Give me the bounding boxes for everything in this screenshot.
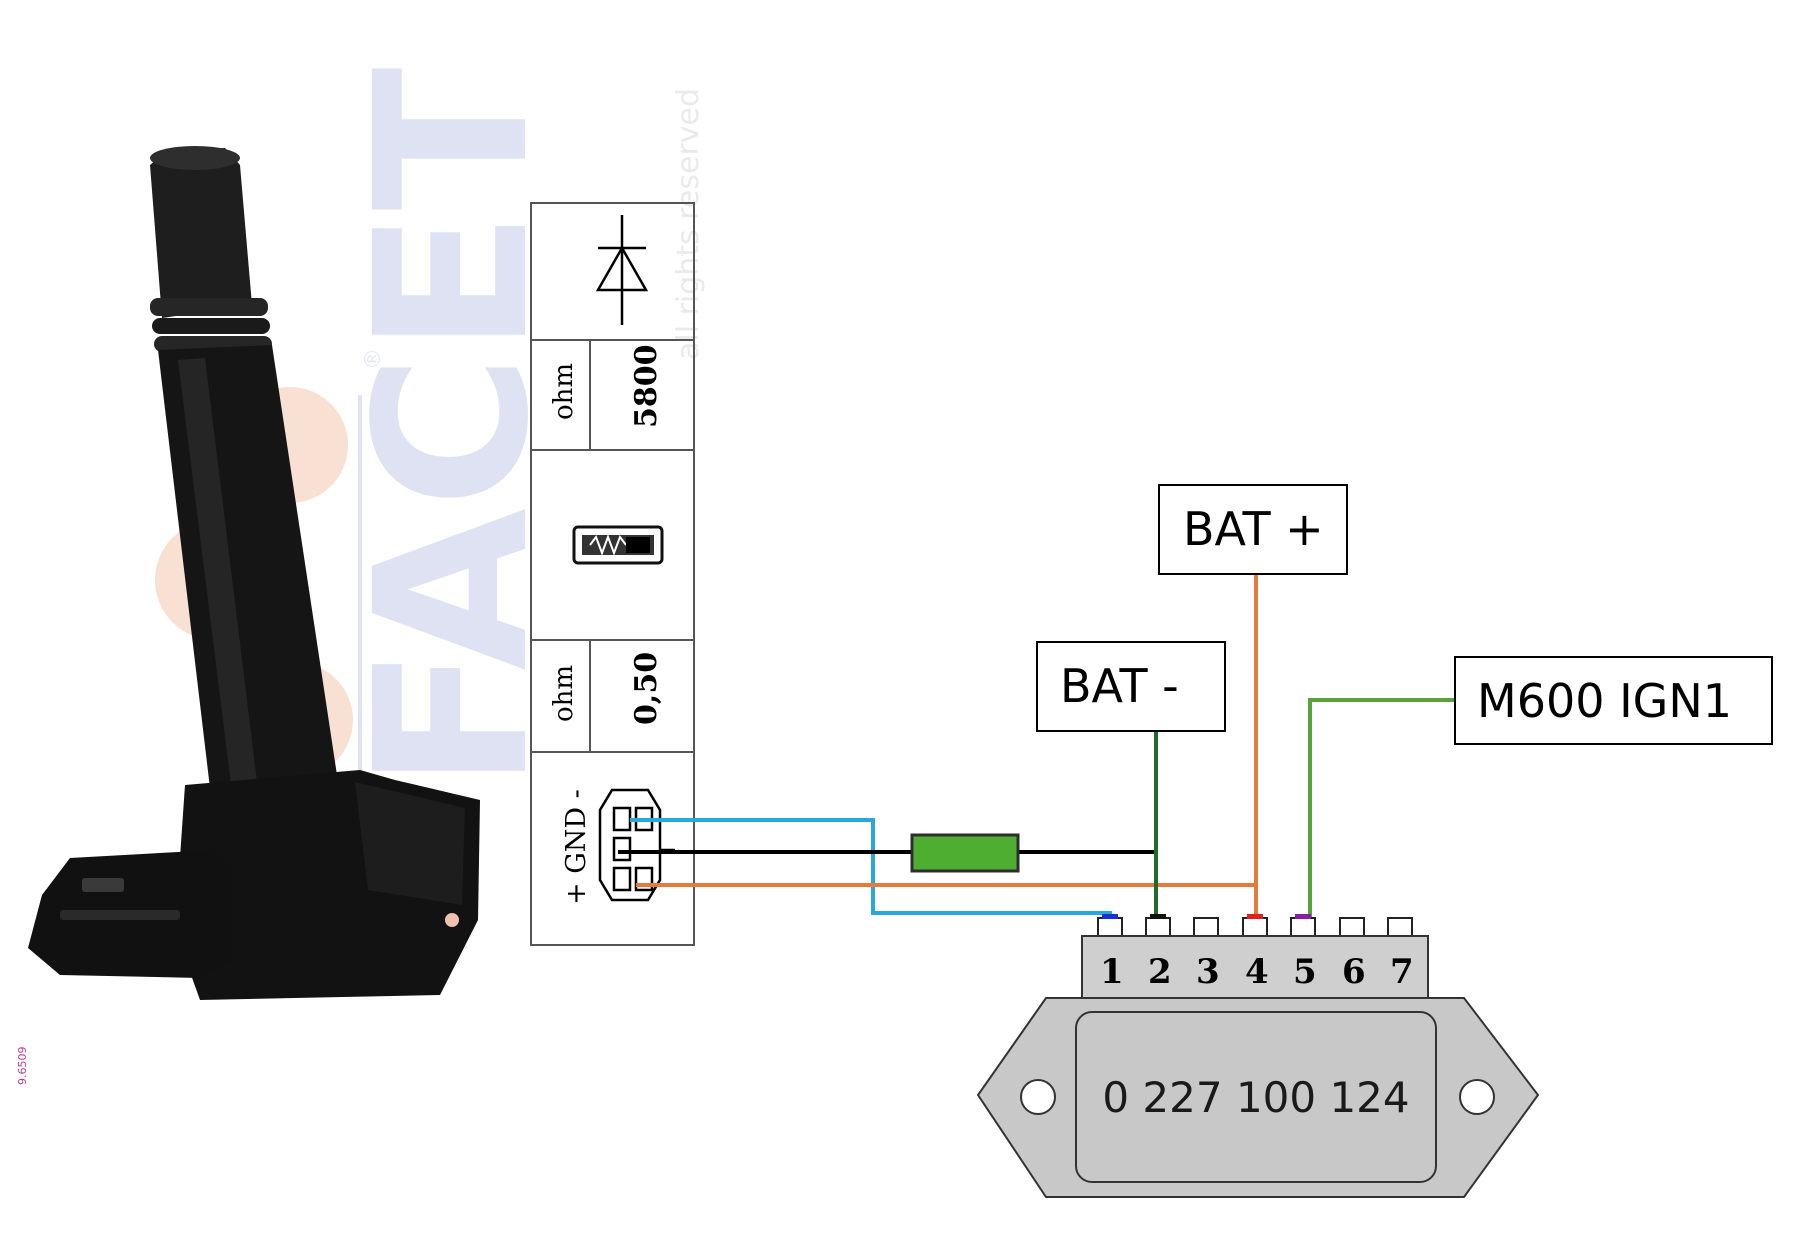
facet-logo-text: FACET	[330, 67, 575, 790]
side-code: 9.6509	[16, 1047, 29, 1086]
module-part-number: 0 227 100 124	[1102, 1073, 1409, 1122]
label-bat-plus: BAT +	[1158, 484, 1348, 575]
pin-label-2: 2	[1148, 952, 1172, 992]
primary-resistance-unit: ohm	[549, 665, 579, 722]
module-pin-terminals	[1097, 914, 1413, 937]
rights-watermark: all rights reserved	[671, 88, 706, 360]
label-m600-text: M600 IGN1	[1477, 674, 1732, 728]
label-bat-minus-text: BAT -	[1060, 659, 1179, 713]
mount-hole-right	[1459, 1079, 1495, 1115]
label-bat-minus: BAT -	[1036, 641, 1226, 732]
pin-label-3: 3	[1196, 952, 1220, 992]
registered-mark: ®	[361, 348, 386, 370]
ignition-module: 1 2 3 4 5 6 7 0 227 100 124	[976, 914, 1540, 1198]
pin-label-7: 7	[1390, 952, 1414, 992]
ignition-coil-image	[28, 146, 480, 1000]
pin-label-5: 5	[1293, 952, 1317, 992]
spec-table: ohm 5800 ohm 0,50 + GND -	[530, 202, 695, 946]
pin-label-6: 6	[1342, 952, 1366, 992]
label-m600-ign1: M600 IGN1	[1454, 656, 1773, 745]
connector-pin-label: + GND -	[561, 789, 592, 905]
pin-label-4: 4	[1245, 952, 1269, 992]
wires	[618, 575, 1455, 925]
secondary-resistance-unit: ohm	[549, 363, 579, 420]
label-bat-plus-text: BAT +	[1183, 502, 1324, 556]
pin-label-1: 1	[1100, 952, 1124, 992]
inline-resistor	[910, 833, 1020, 873]
primary-resistance-value: 0,50	[629, 652, 664, 725]
wire-green-ign1	[1308, 698, 1455, 925]
facet-watermark: FACET ® all rights reserved	[155, 67, 706, 790]
secondary-resistance-value: 5800	[629, 345, 664, 429]
wire-blue-pin1	[630, 818, 1112, 925]
spark-suppressor-icon	[572, 525, 664, 565]
diode-symbol-icon	[595, 215, 649, 325]
mount-hole-left	[1020, 1079, 1056, 1115]
